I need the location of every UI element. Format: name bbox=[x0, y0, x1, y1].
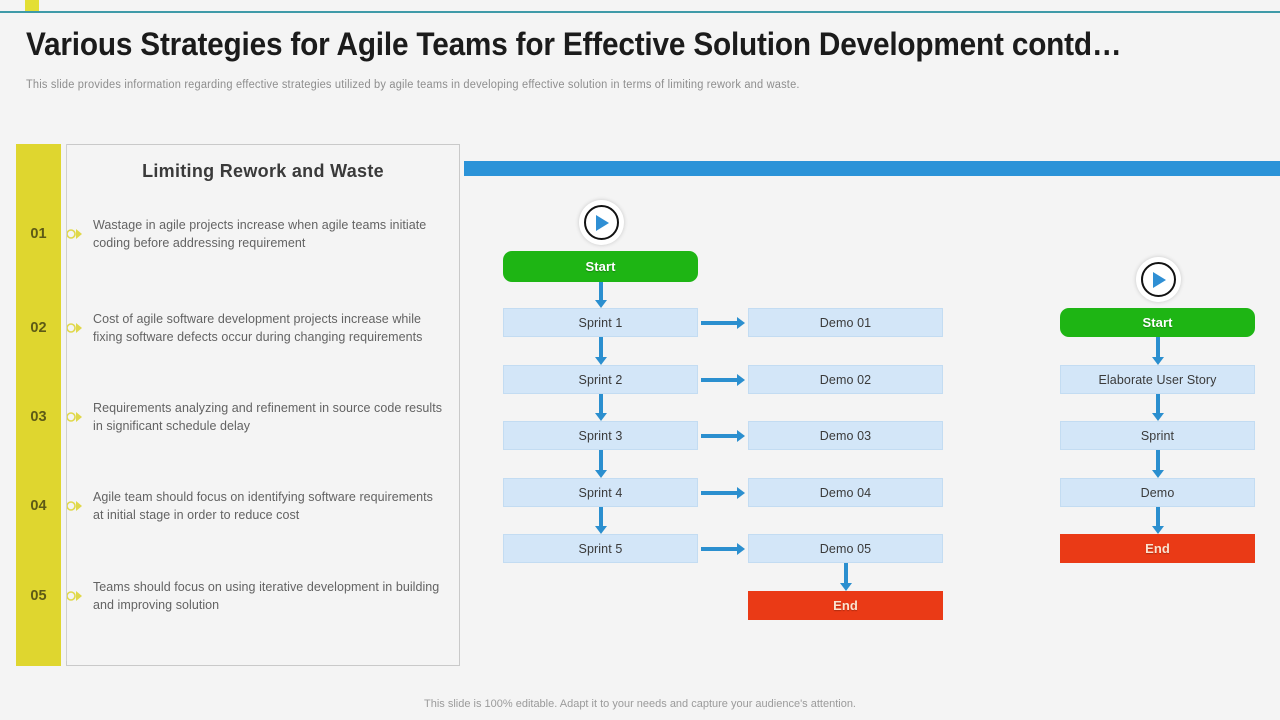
demo-node-3[interactable]: Demo 03 bbox=[748, 421, 943, 450]
top-rule-divider bbox=[0, 11, 1280, 13]
chevron-bullet-icon bbox=[61, 590, 93, 602]
list-item-number: 05 bbox=[30, 588, 47, 604]
end-node-single-flow[interactable]: End bbox=[1060, 534, 1255, 563]
left-card-title: Limiting Rework and Waste bbox=[142, 161, 384, 181]
connector-arrow-right bbox=[701, 486, 745, 499]
chevron-bullet-icon bbox=[61, 500, 93, 512]
list-item-text: Teams should focus on using iterative de… bbox=[93, 580, 440, 612]
single-flow-node-3[interactable]: Demo bbox=[1060, 478, 1255, 507]
panel-divider bbox=[66, 144, 67, 661]
connector-arrow-down bbox=[839, 563, 852, 591]
connector-arrow-right bbox=[701, 429, 745, 442]
list-item-text: Wastage in agile projects increase when … bbox=[93, 218, 427, 250]
list-item-number: 01 bbox=[30, 226, 47, 242]
page-title: Various Strategies for Agile Teams for E… bbox=[26, 26, 1122, 62]
demo-node-1[interactable]: Demo 01 bbox=[748, 308, 943, 337]
connector-arrow-down bbox=[1151, 394, 1164, 421]
demo-node-5[interactable]: Demo 05 bbox=[748, 534, 943, 563]
connector-arrow-down bbox=[594, 337, 607, 365]
list-item[interactable]: 04 Agile team should focus on identifying… bbox=[16, 482, 460, 530]
connector-arrow-down bbox=[594, 394, 607, 421]
play-button-icon-single-flow[interactable] bbox=[1135, 257, 1181, 302]
left-panel: Limiting Rework and Waste 01 Wastage in a… bbox=[16, 144, 460, 666]
list-item[interactable]: 03 Requirements analyzing and refinement … bbox=[16, 393, 460, 441]
top-yellow-accent bbox=[25, 0, 39, 11]
connector-arrow-right bbox=[701, 542, 745, 555]
sprint-node-5[interactable]: Sprint 5 bbox=[503, 534, 698, 563]
list-item-text: Requirements analyzing and refinement in… bbox=[93, 401, 443, 433]
blue-header-bar bbox=[464, 161, 1280, 176]
end-node-demo-flow[interactable]: End bbox=[748, 591, 943, 620]
chevron-bullet-icon bbox=[61, 228, 93, 240]
connector-arrow-right bbox=[701, 316, 745, 329]
demo-node-4[interactable]: Demo 04 bbox=[748, 478, 943, 507]
connector-arrow-down bbox=[1151, 337, 1164, 365]
list-item-number: 04 bbox=[30, 498, 47, 514]
left-yellow-band bbox=[16, 144, 61, 666]
connector-arrow-down bbox=[1151, 507, 1164, 534]
connector-arrow-down bbox=[594, 507, 607, 534]
connector-arrow-down bbox=[594, 282, 607, 308]
connector-arrow-down bbox=[594, 450, 607, 478]
single-flow-node-1[interactable]: Elaborate User Story bbox=[1060, 365, 1255, 394]
list-item-number: 02 bbox=[30, 320, 47, 336]
page-subtitle: This slide provides information regardin… bbox=[26, 79, 800, 91]
connector-arrow-down bbox=[1151, 450, 1164, 478]
left-card: Limiting Rework and Waste bbox=[66, 144, 460, 666]
single-flow-node-2[interactable]: Sprint bbox=[1060, 421, 1255, 450]
list-item[interactable]: 02 Cost of agile software development pro… bbox=[16, 304, 460, 352]
connector-arrow-right bbox=[701, 373, 745, 386]
play-button-icon-sprint-flow[interactable] bbox=[578, 200, 624, 245]
sprint-node-1[interactable]: Sprint 1 bbox=[503, 308, 698, 337]
list-item[interactable]: 01 Wastage in agile projects increase whe… bbox=[16, 210, 460, 258]
list-item-number: 03 bbox=[30, 409, 47, 425]
sprint-node-2[interactable]: Sprint 2 bbox=[503, 365, 698, 394]
chevron-bullet-icon bbox=[61, 411, 93, 423]
chevron-bullet-icon bbox=[61, 322, 93, 334]
demo-node-2[interactable]: Demo 02 bbox=[748, 365, 943, 394]
slide-header: Various Strategies for Agile Teams for E… bbox=[26, 26, 1256, 91]
footer-note: This slide is 100% editable. Adapt it to… bbox=[424, 698, 856, 710]
start-node-sprint-flow[interactable]: Start bbox=[503, 251, 698, 282]
list-item-text: Agile team should focus on identifying s… bbox=[93, 490, 433, 522]
list-item-text: Cost of agile software development proje… bbox=[93, 312, 423, 344]
start-node-single-flow[interactable]: Start bbox=[1060, 308, 1255, 337]
sprint-node-3[interactable]: Sprint 3 bbox=[503, 421, 698, 450]
left-panel-rows: 01 Wastage in agile projects increase whe… bbox=[16, 144, 460, 661]
list-item[interactable]: 05 Teams should focus on using iterative … bbox=[16, 572, 460, 620]
sprint-node-4[interactable]: Sprint 4 bbox=[503, 478, 698, 507]
